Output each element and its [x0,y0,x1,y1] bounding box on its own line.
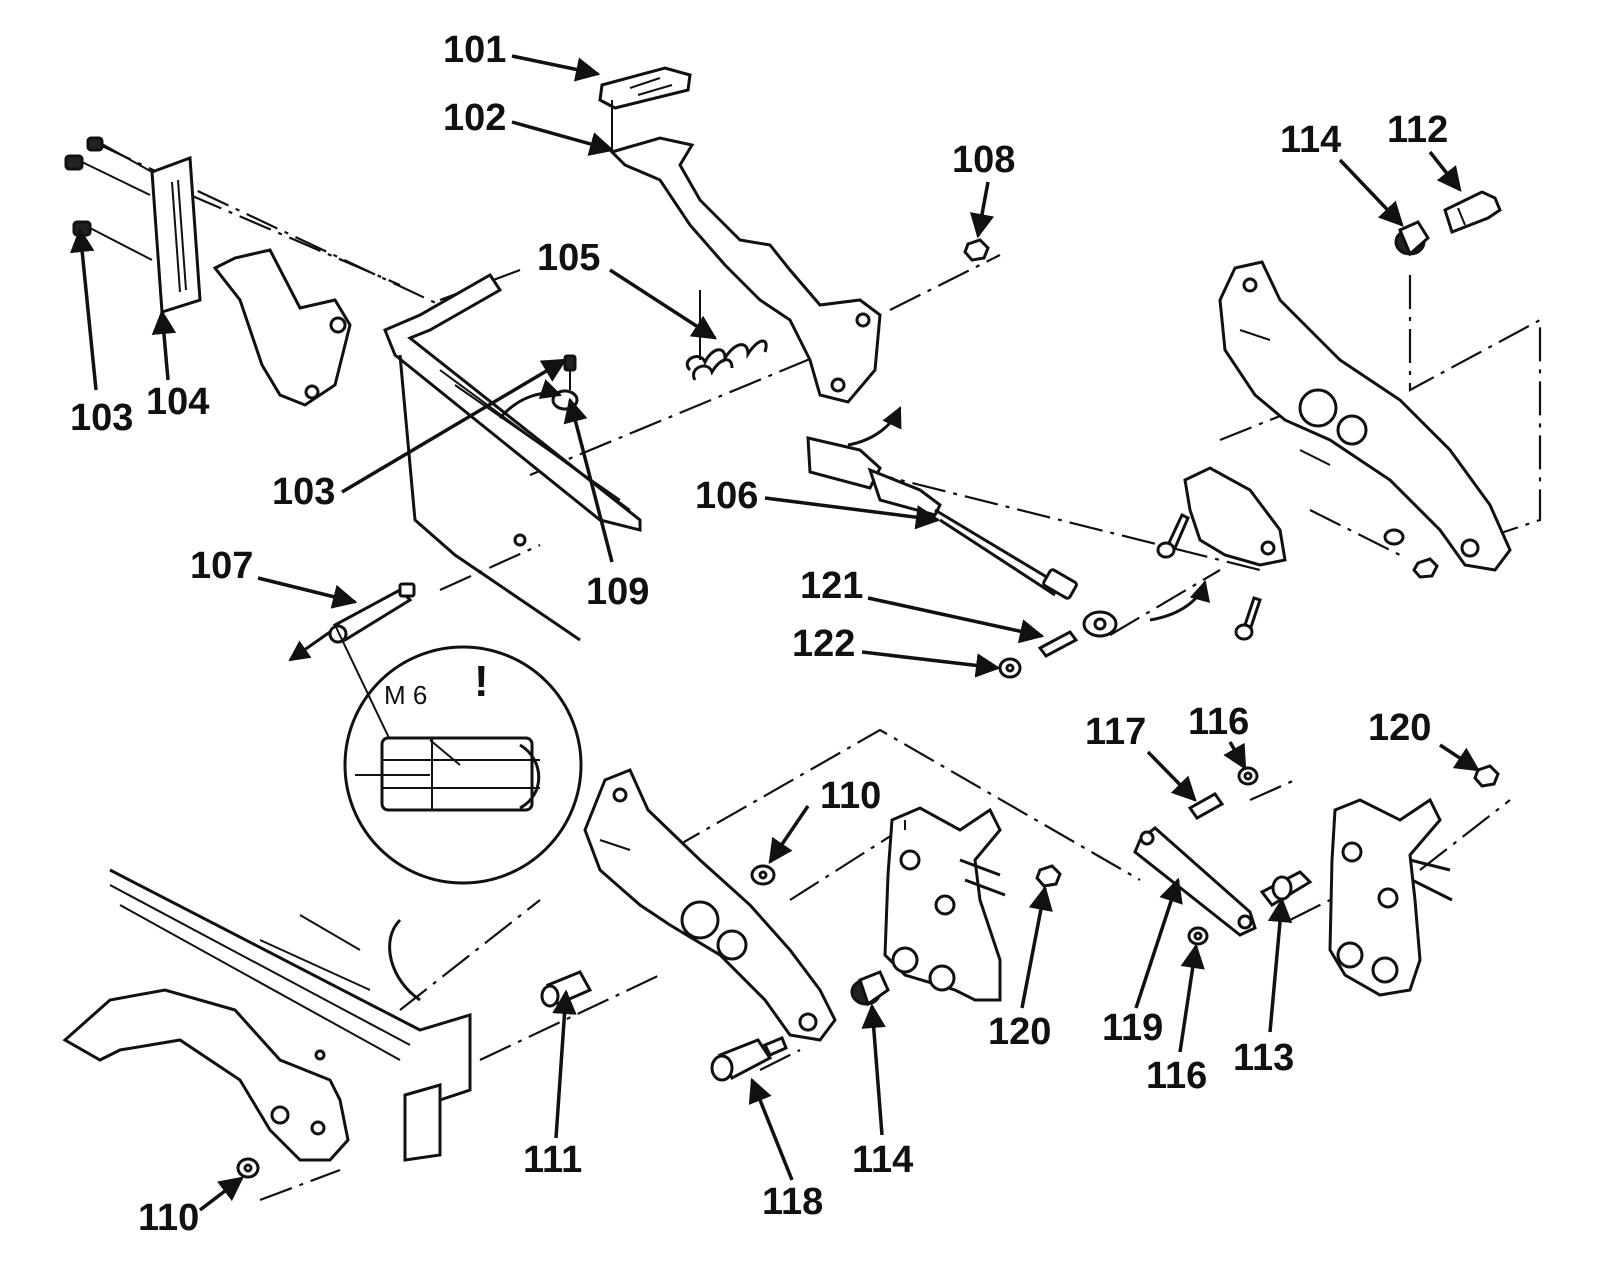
cable-106 [806,436,1118,638]
bolt-upper-right-set [1156,512,1439,641]
washer-110-upper [750,864,776,886]
stud-113 [1259,870,1313,907]
link-plate-119 [1133,826,1257,937]
nut-108 [963,238,990,262]
callout-114-lower: 114 [852,1139,913,1181]
callout-113: 113 [1233,1037,1294,1079]
base-frame-upper [383,273,642,642]
callout-107: 107 [190,545,253,587]
nut-120-mid [1035,864,1062,888]
motion-arrows [288,379,1211,662]
screw-103-set [64,136,153,261]
carrier-arm-upper-right [1218,260,1512,572]
callout-116-top: 116 [1188,701,1249,743]
callout-116-bottom: 116 [1146,1055,1207,1097]
callout-117: 117 [1085,711,1146,753]
callout-108: 108 [952,139,1015,181]
nut-120-right [1473,764,1500,788]
callout-118: 118 [762,1181,823,1223]
roller-114-lower [850,970,890,1007]
callout-105: 105 [537,237,600,279]
washer-122 [998,657,1022,679]
link-bracket-upper-right [1183,466,1287,567]
callout-121: 121 [800,565,863,607]
callout-112: 112 [1387,109,1448,151]
callout-119: 119 [1102,1007,1163,1049]
warning-mark: ! [474,657,489,706]
lever-arm-bracket [212,248,352,407]
washer-116-top [1237,766,1259,786]
roller-114-top [1394,220,1430,257]
callout-110-upper: 110 [820,775,881,817]
washer-110-lower [236,1157,260,1179]
callout-106: 106 [695,475,758,517]
callout-110-lower: 110 [138,1197,199,1239]
callout-101: 101 [443,29,506,71]
stud-112 [1443,190,1502,234]
bracket-plate-104 [150,155,202,315]
pedal-pad-101 [598,66,692,110]
callout-103-center: 103 [272,471,335,513]
mount-block-left [883,806,1006,1002]
callout-122: 122 [792,623,855,665]
bolt-118 [710,1036,788,1082]
pin-107 [328,582,416,644]
callout-labels: 101 102 103 104 103 105 106 107 108 109 … [70,29,1448,1239]
assembly-center-lines [99,144,1542,1202]
pin-117 [1187,792,1225,820]
washer-116-bottom [1187,926,1209,946]
callout-102: 102 [443,97,506,139]
base-frame-lower [62,868,472,1162]
callout-109: 109 [586,571,649,613]
callout-120-right: 120 [1368,707,1431,749]
mount-block-right [1328,797,1453,997]
pedal-lever-102 [609,100,882,404]
callout-120-mid: 120 [988,1011,1051,1053]
pin-121 [1037,630,1079,658]
carrier-arm-lower [583,768,837,1042]
thread-size-label: M 6 [384,680,427,710]
thread-detail-circle: M 6 ! [334,624,583,885]
callout-114-top: 114 [1280,119,1341,161]
callout-103-left: 103 [70,397,133,439]
callout-111: 111 [523,1139,582,1181]
spring-105 [685,290,768,381]
callout-104: 104 [146,381,209,423]
leader-lines [70,54,1481,1212]
